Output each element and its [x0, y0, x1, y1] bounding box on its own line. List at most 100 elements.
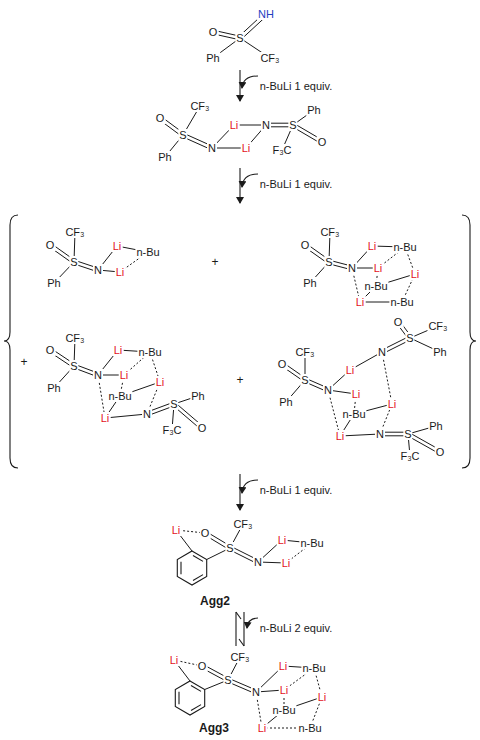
atom-label: N: [207, 142, 217, 154]
lithium-label: Li: [355, 296, 366, 308]
lithium-label: Li: [373, 262, 384, 274]
lithium-label: Li: [278, 660, 289, 672]
atom-label: NH: [257, 8, 275, 20]
right-brace: [462, 215, 476, 468]
benzene-ring: [175, 681, 204, 715]
lithium-label: Li: [119, 369, 130, 381]
atom-label: N: [323, 384, 333, 396]
atom-label: O: [197, 660, 208, 672]
atom-label: Ph: [306, 104, 321, 116]
atom-label: n-Bu: [297, 722, 322, 734]
plus-sign: +: [19, 356, 28, 368]
atom-label: S: [324, 256, 333, 268]
atom-label: N: [347, 262, 357, 274]
atom-label: N: [261, 119, 271, 131]
lithium-label: Li: [100, 412, 111, 424]
atom-label: N: [253, 556, 263, 568]
atom-label: CF₃: [319, 226, 340, 238]
reagent-label: n-BuLi 1 equiv.: [259, 484, 334, 496]
lithium-label: Li: [171, 524, 182, 536]
ring-double-bond: [191, 705, 201, 711]
atom-label: O: [197, 422, 208, 434]
atom-label: S: [235, 32, 244, 44]
ring-double-bond: [180, 562, 181, 574]
atom-label: N: [93, 369, 103, 381]
atom-label: S: [403, 428, 412, 440]
atom-label: CF₃: [64, 332, 85, 344]
lithium-label: Li: [387, 398, 398, 410]
equilibrium-arrow: [235, 612, 236, 646]
lithium-label: Li: [281, 557, 292, 569]
atom-label: CF₃: [294, 346, 315, 358]
atom-label: Ph: [46, 277, 61, 289]
reaction-arrow: [239, 168, 240, 203]
atom-label: N: [375, 428, 385, 440]
reagent-hook: [242, 76, 258, 88]
lithium-label: Li: [351, 388, 362, 400]
atom-label: O: [393, 316, 404, 328]
atom-label: n-Bu: [341, 408, 366, 420]
atom-label: n-Bu: [389, 296, 414, 308]
lithium-label: Li: [367, 240, 378, 252]
bond-line: [105, 414, 147, 418]
plus-sign: +: [235, 374, 244, 386]
equilibrium-arrow: [243, 612, 244, 646]
reagent-label: n-BuLi 1 equiv.: [259, 80, 334, 92]
atom-label: CF₃: [259, 52, 280, 64]
compound-label: Agg3: [198, 722, 230, 734]
reagent-label: n-BuLi 1 equiv.: [259, 178, 334, 190]
atom-label: n-Bu: [271, 704, 296, 716]
lithium-label: Li: [277, 534, 288, 546]
atom-label: F₃C: [161, 424, 182, 436]
atom-label: O: [317, 136, 328, 148]
lithium-label: Li: [155, 376, 166, 388]
atom-label: O: [300, 239, 311, 251]
atom-label: O: [155, 112, 166, 124]
reaction-arrow: [239, 70, 240, 101]
atom-label: Ph: [205, 52, 220, 64]
left-brace: [4, 215, 18, 468]
atom-label: N: [377, 346, 387, 358]
bond-line: [340, 434, 380, 436]
equilibrium-head: [236, 612, 241, 619]
atom-label: N: [142, 408, 152, 420]
reagent-label: n-BuLi 2 equiv.: [259, 622, 334, 634]
reagent-hook: [242, 480, 258, 493]
lithium-label: Li: [241, 142, 252, 154]
atom-label: Ph: [302, 277, 317, 289]
atom-label: S: [178, 129, 187, 141]
reagent-hook: [242, 174, 258, 187]
ring-double-bond: [178, 692, 179, 704]
atom-label: S: [69, 256, 78, 268]
atom-label: F₃C: [399, 450, 420, 462]
lithium-label: Li: [169, 654, 180, 666]
equilibrium-head: [239, 639, 244, 646]
ring-double-bond: [193, 556, 203, 562]
atom-label: Ph: [157, 151, 172, 163]
ring-double-bond: [191, 686, 201, 692]
atom-label: Ph: [190, 390, 205, 402]
atom-label: O: [435, 446, 446, 458]
lithium-label: Li: [345, 364, 356, 376]
bond-line: [382, 352, 392, 404]
atom-label: n-Bu: [137, 346, 162, 358]
atom-label: O: [45, 344, 56, 356]
reaction-arrow: [239, 474, 240, 510]
atom-label: S: [288, 119, 297, 131]
atom-label: O: [45, 239, 56, 251]
lithium-label: Li: [410, 268, 421, 280]
atom-label: n-Bu: [107, 390, 132, 402]
atom-label: n-Bu: [301, 662, 326, 674]
atom-label: S: [169, 398, 178, 410]
atom-label: Ph: [428, 420, 443, 432]
reagent-hook: [247, 618, 258, 628]
lithium-label: Li: [229, 119, 240, 131]
ring-double-bond: [193, 575, 203, 581]
atom-label: S: [223, 674, 232, 686]
atom-label: S: [225, 542, 234, 554]
atom-label: n-Bu: [299, 537, 324, 549]
atom-label: CF₃: [189, 100, 210, 112]
atom-label: O: [277, 358, 288, 370]
atom-label: Ph: [46, 382, 61, 394]
